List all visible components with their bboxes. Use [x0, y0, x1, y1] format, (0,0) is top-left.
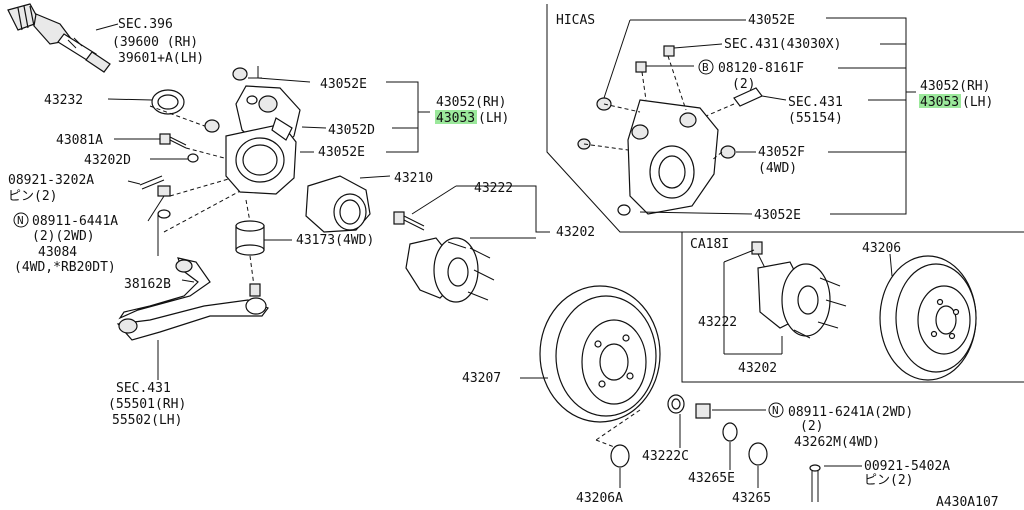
label-08911: 08911-6441A [32, 214, 118, 229]
hub-flange-43202 [405, 237, 495, 303]
label-00921-sub: ピン(2) [864, 473, 913, 488]
label-43052e-1: 43052E [320, 77, 367, 92]
part-labels: SEC.396 (39600 (RH) 39601+A(LH) 43232 43… [8, 13, 999, 510]
label-43265: 43265 [732, 491, 771, 506]
label-43081a: 43081A [56, 133, 103, 148]
label-08921: 08921-3202A [8, 173, 94, 188]
label-hicas-43052f-sub: (4WD) [758, 161, 797, 176]
label-43173: 43173(4WD) [296, 233, 374, 248]
oil-seal-43232 [151, 89, 185, 115]
label-43202: 43202 [556, 225, 595, 240]
label-hicas-43053: 43053 [920, 95, 959, 110]
label-43232: 43232 [44, 93, 83, 108]
n-circle-marker [13, 212, 29, 228]
n-circle-marker-2 [768, 402, 784, 418]
label-43052d: 43052D [328, 123, 375, 138]
label-08911-sub: (2)(2WD) [32, 229, 95, 244]
label-ca18: CA18I [690, 237, 729, 252]
label-hicas-sec431-a: SEC.431(43030X) [724, 37, 841, 52]
label-b-circle: B [702, 61, 709, 74]
label-43202d: 43202D [84, 153, 131, 168]
label-08921-sub: ピン(2) [8, 189, 57, 204]
small-parts [610, 394, 821, 502]
label-sec396-b: 39601+A(LH) [118, 51, 204, 66]
label-sec431-left-b: 55502(LH) [112, 413, 182, 428]
label-n-circle: N [17, 214, 24, 227]
brake-rotor-43207 [539, 285, 661, 423]
label-hicas-43052-rh: 43052(RH) [920, 79, 990, 94]
label-43206a: 43206A [576, 491, 623, 506]
hub-bearing-43210 [305, 175, 371, 233]
label-43052-rh: 43052(RH) [436, 95, 506, 110]
label-43222c: 43222C [642, 449, 689, 464]
label-43084-sub: (4WD,*RB20DT) [14, 260, 116, 275]
cotter-pin-08921 [139, 175, 165, 190]
label-hicas-08120-sub: (2) [732, 77, 755, 92]
label-43210: 43210 [394, 171, 433, 186]
washer-43202d [187, 153, 199, 163]
label-hicas-43052e-top: 43052E [748, 13, 795, 28]
label-38162b: 38162B [124, 277, 171, 292]
label-hicas-43052f: 43052F [758, 145, 805, 160]
label-43207: 43207 [462, 371, 501, 386]
label-sec431-left-a: (55501(RH) [108, 397, 186, 412]
brake-drum-43206 [879, 255, 977, 381]
drive-shaft-illustration [7, 3, 111, 73]
highlight-43053-right [919, 94, 961, 108]
label-hicas-43052e-bot: 43052E [754, 208, 801, 223]
label-sec396-a: (39600 (RH) [112, 35, 198, 50]
label-43084: 43084 [38, 245, 77, 260]
label-43053-suffix: (LH) [478, 111, 509, 126]
label-hicas-43053-suffix: (LH) [962, 95, 993, 110]
bushing-43173 [235, 220, 265, 256]
label-sec396: SEC.396 [118, 17, 173, 32]
knuckle-assembly-illustration [204, 67, 301, 195]
label-ca-43206: 43206 [862, 241, 901, 256]
label-08911-6241-sub: (2) [800, 419, 823, 434]
label-diagram-id: A430A107 [936, 495, 999, 510]
label-43053: 43053 [436, 111, 475, 126]
label-43262m: 43262M(4WD) [794, 435, 880, 450]
label-43052e-2: 43052E [318, 145, 365, 160]
label-n-circle-2: N [772, 404, 779, 417]
ca18-hub-illustration [751, 241, 847, 339]
label-43265e: 43265E [688, 471, 735, 486]
label-43222: 43222 [474, 181, 513, 196]
bolt-43081a [159, 133, 187, 149]
b-circle-marker [698, 59, 714, 75]
label-hicas-sec431-b: SEC.431 [788, 95, 843, 110]
label-00921: 00921-5402A [864, 459, 950, 474]
label-hicas-08120: 08120-8161F [718, 61, 804, 76]
section-frames [546, 4, 1024, 383]
label-sec431-left: SEC.431 [116, 381, 171, 396]
label-hicas: HICAS [556, 13, 595, 28]
lower-arm-illustration [116, 257, 269, 341]
hub-bolt [393, 211, 425, 231]
label-08911-6241: 08911-6241A(2WD) [788, 405, 913, 420]
label-hicas-sec431-b-sub: (55154) [788, 111, 843, 126]
label-ca-43202: 43202 [738, 361, 777, 376]
highlight-43053-left [435, 110, 477, 124]
label-ca-43222: 43222 [698, 315, 737, 330]
